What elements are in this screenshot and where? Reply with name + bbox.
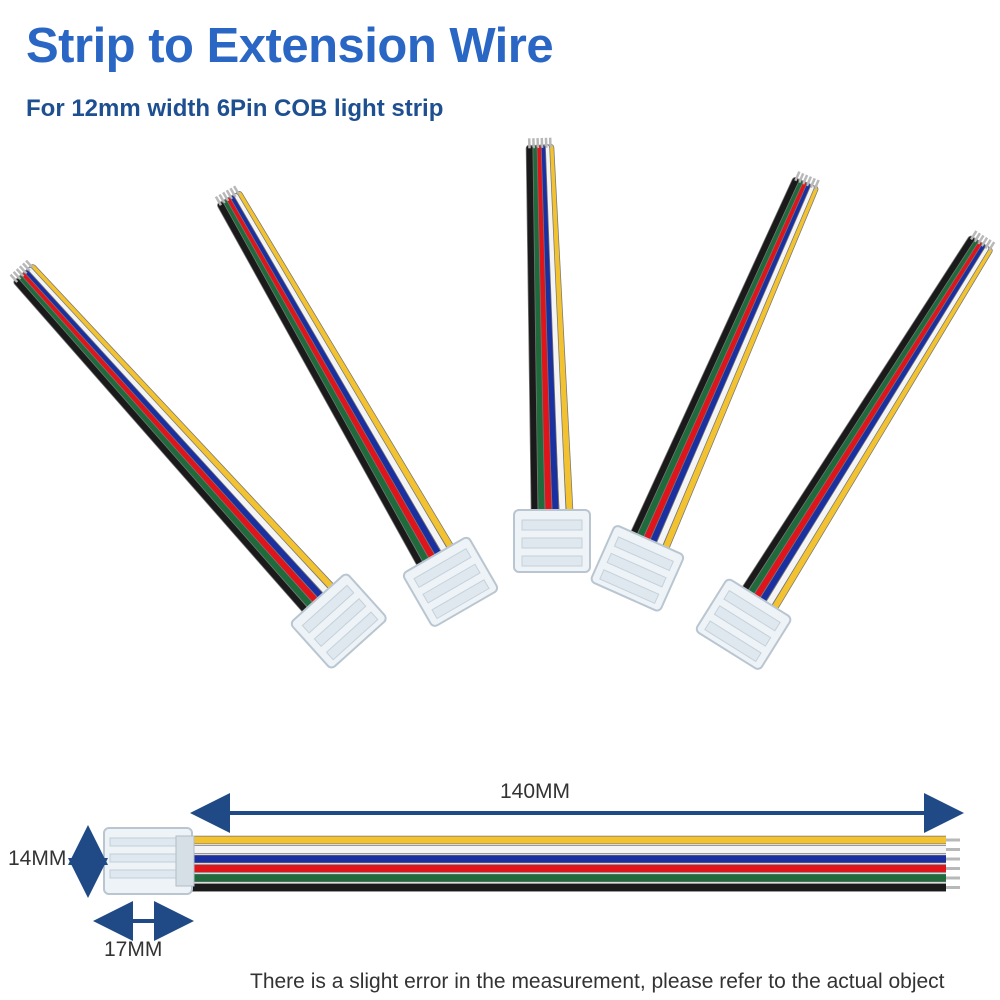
wire-strand: [221, 200, 429, 564]
wire-tip: [9, 273, 19, 283]
wire-strand: [228, 195, 442, 557]
wire-tip: [214, 195, 222, 206]
clear-connector: [695, 578, 792, 670]
width-label: 17MM: [104, 938, 163, 961]
wire-tip: [973, 232, 982, 243]
length-label: 140MM: [500, 780, 571, 803]
wire-strand: [23, 270, 324, 599]
extension-wire: [214, 185, 499, 627]
extension-wire: [513, 137, 591, 573]
wire-tip: [794, 171, 801, 182]
wire-tip: [25, 259, 34, 269]
wire-strand: [663, 186, 818, 551]
wire-strand: [526, 145, 538, 514]
wire-strand: [754, 240, 982, 600]
wire-tip: [813, 179, 820, 190]
wire-strand: [14, 279, 309, 613]
wire-strand: [630, 177, 799, 536]
wire-tip: [805, 176, 813, 187]
wire-strand: [17, 276, 314, 609]
extension-wire: [590, 171, 820, 612]
wire-tip: [12, 270, 22, 281]
wire-tip: [15, 268, 25, 278]
wire-strand: [656, 184, 814, 548]
wire-strand: [771, 247, 992, 611]
wire-tip: [225, 189, 233, 200]
wire-strand: [530, 145, 545, 514]
measured-extension-wire: [68, 793, 964, 941]
wire-tip: [22, 262, 31, 272]
wire-tip: [222, 191, 230, 202]
page-subtitle: For 12mm width 6Pin COB light strip: [26, 95, 444, 122]
clear-connector: [103, 827, 195, 895]
wire-tip: [980, 236, 989, 247]
wire-tip: [809, 177, 816, 189]
height-label: 14MM: [8, 847, 67, 870]
wire-strand: [539, 144, 559, 513]
wire-strand: [543, 144, 566, 513]
wire-tip: [970, 230, 978, 241]
wire-tip: [801, 174, 809, 185]
extension-wire: [9, 259, 387, 669]
wire-strand: [643, 181, 807, 542]
wire-tip: [987, 241, 996, 252]
wire-strand: [26, 267, 329, 594]
clear-connector: [590, 525, 685, 612]
wire-tip: [18, 265, 28, 275]
page-title: Strip to Extension Wire: [26, 19, 554, 73]
measurement-note: There is a slight error in the measureme…: [250, 970, 945, 993]
wire-strand: [29, 264, 334, 590]
wire-strand: [232, 193, 448, 553]
wire-strand: [637, 179, 803, 539]
wire-strand: [759, 243, 985, 603]
wire-bundle: [190, 835, 960, 892]
clear-connector: [402, 536, 499, 627]
extension-wire: [695, 230, 996, 670]
wire-strand: [765, 245, 989, 607]
clear-connector: [290, 573, 387, 669]
connector-group: [9, 137, 996, 670]
wire-strand: [217, 202, 423, 567]
wire-strand: [547, 144, 573, 513]
wire-tip: [218, 193, 226, 204]
wire-strand: [236, 191, 454, 550]
wire-tip: [798, 172, 805, 183]
wire-strand: [742, 236, 975, 592]
wire-strand: [20, 273, 319, 604]
wire-tip: [229, 187, 237, 198]
wire-strand: [225, 198, 435, 560]
wire-tip: [984, 239, 992, 249]
wire-strand: [534, 145, 552, 514]
wire-strand: [748, 238, 978, 596]
wire-tip: [977, 234, 985, 245]
wire-strand: [650, 182, 810, 545]
clear-connector: [513, 509, 591, 573]
wire-tip: [233, 185, 241, 196]
